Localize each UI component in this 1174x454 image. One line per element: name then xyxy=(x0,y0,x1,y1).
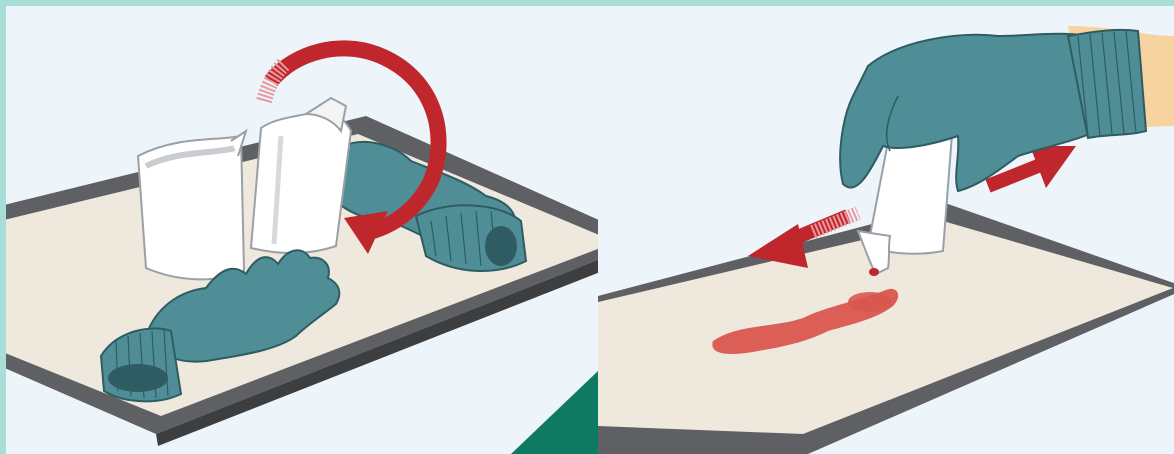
pouch-right xyxy=(251,98,351,253)
right-panel xyxy=(598,6,1174,454)
pouch-left xyxy=(138,131,246,279)
left-illustration xyxy=(6,6,598,454)
corner-badge xyxy=(511,371,598,454)
right-illustration xyxy=(598,6,1174,454)
left-panel xyxy=(6,6,598,454)
